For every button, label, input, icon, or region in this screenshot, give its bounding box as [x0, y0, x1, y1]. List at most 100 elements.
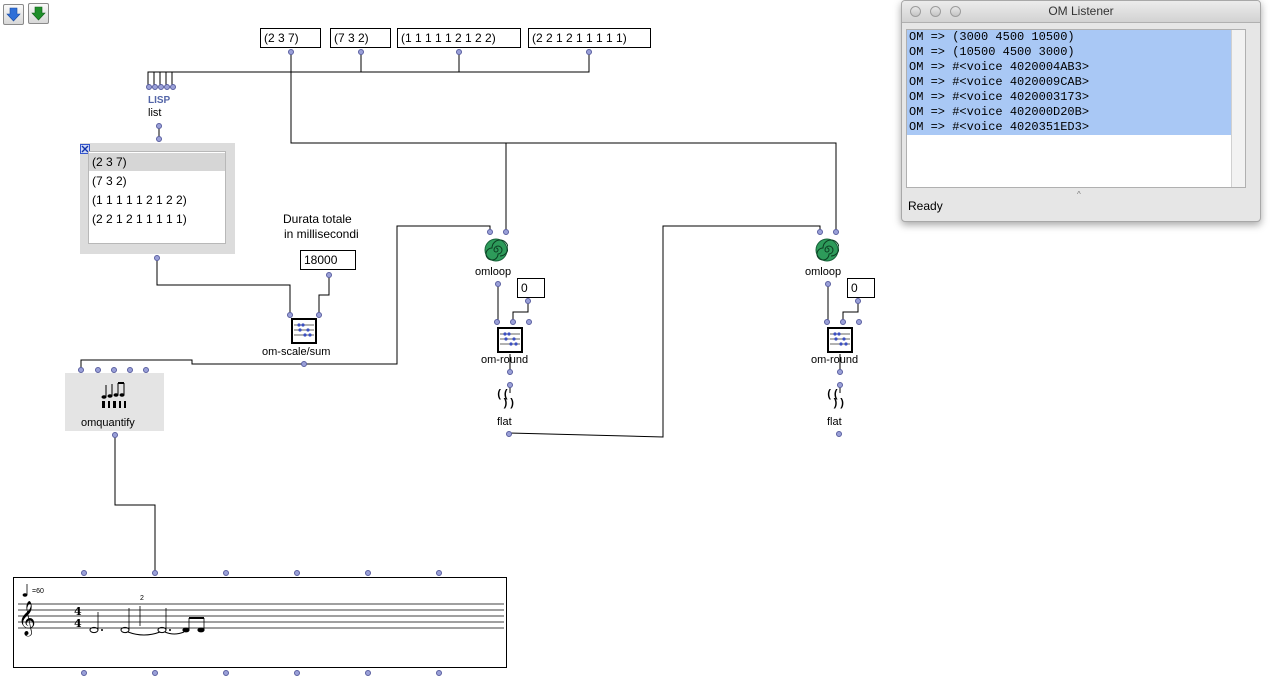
outlet[interactable]: [301, 361, 307, 367]
omloop-spiral-icon[interactable]: [815, 238, 840, 265]
inlet[interactable]: [164, 84, 170, 90]
inlet[interactable]: [95, 367, 101, 373]
list-item[interactable]: (1 1 1 1 1 2 1 2 2): [92, 193, 187, 207]
inlet[interactable]: [817, 229, 823, 235]
outlet[interactable]: [156, 123, 162, 129]
inlet[interactable]: [143, 367, 149, 373]
abacus-icon[interactable]: [497, 327, 523, 356]
listener-line: OM => #<voice 4020004AB3>: [907, 60, 1238, 75]
outlet[interactable]: [506, 431, 512, 437]
inlet[interactable]: [127, 367, 133, 373]
omloop-spiral-icon[interactable]: [484, 238, 509, 265]
outlet[interactable]: [855, 298, 861, 304]
svg-text:𝄞: 𝄞: [18, 601, 36, 637]
outlet[interactable]: [507, 369, 513, 375]
arrow-down-green-button[interactable]: [28, 3, 49, 24]
listener-output[interactable]: OM => (3000 4500 10500) OM => (10500 450…: [906, 29, 1246, 188]
flat-bracket-icon[interactable]: (()): [496, 389, 516, 410]
list-box-4[interactable]: (2 2 1 2 1 1 1 1 1): [528, 28, 651, 48]
list-item[interactable]: (2 2 1 2 1 1 1 1 1): [92, 212, 187, 226]
flat-bracket-icon[interactable]: (()): [826, 389, 846, 410]
outlet[interactable]: [836, 431, 842, 437]
inlet[interactable]: [152, 84, 158, 90]
inlet[interactable]: [436, 570, 442, 576]
outlet[interactable]: [495, 281, 501, 287]
abacus-icon[interactable]: [827, 327, 853, 356]
arrow-down-green-icon: [31, 6, 46, 21]
flat-label: flat: [497, 416, 512, 428]
inlet[interactable]: [365, 570, 371, 576]
inlet[interactable]: [170, 84, 176, 90]
quantify-notes-icon: [100, 381, 130, 412]
listener-scrollbar[interactable]: [1231, 30, 1245, 187]
resize-grip-icon[interactable]: ^: [1077, 190, 1081, 199]
inlet[interactable]: [152, 570, 158, 576]
inlet[interactable]: [510, 319, 516, 325]
abacus-icon[interactable]: [291, 318, 317, 347]
arrow-down-blue-icon: [6, 7, 21, 22]
staff-notation: 𝄞 4 4: [18, 584, 504, 637]
outlet[interactable]: [326, 272, 332, 278]
outlet[interactable]: [525, 298, 531, 304]
svg-text:4: 4: [74, 605, 82, 618]
inlet[interactable]: [824, 319, 830, 325]
inlet[interactable]: [156, 136, 162, 142]
flat-label: flat: [827, 416, 842, 428]
listener-line: OM => (10500 4500 3000): [907, 45, 1238, 60]
inlet[interactable]: [223, 570, 229, 576]
list-box-2[interactable]: (7 3 2): [330, 28, 391, 48]
inlet[interactable]: [316, 312, 322, 318]
list-box-3[interactable]: (1 1 1 1 1 2 1 2 2): [397, 28, 521, 48]
inlet[interactable]: [111, 367, 117, 373]
inlet[interactable]: [158, 84, 164, 90]
outlet[interactable]: [112, 432, 118, 438]
close-window-button[interactable]: [910, 6, 921, 17]
outlet[interactable]: [837, 369, 843, 375]
duration-box[interactable]: 18000: [300, 250, 356, 270]
minimize-window-button[interactable]: [930, 6, 941, 17]
inlet[interactable]: [487, 229, 493, 235]
zoom-window-button[interactable]: [950, 6, 961, 17]
outlet[interactable]: [154, 255, 160, 261]
outlet[interactable]: [825, 281, 831, 287]
outlet[interactable]: [223, 670, 229, 676]
inlet[interactable]: [78, 367, 84, 373]
outlet[interactable]: [358, 49, 364, 55]
inlet[interactable]: [526, 319, 532, 325]
outlet[interactable]: [456, 49, 462, 55]
voice-score-editor[interactable]: 𝄞 4 4 =60 2: [13, 577, 507, 668]
inlet[interactable]: [856, 319, 862, 325]
round-arg-box[interactable]: 0: [847, 278, 875, 298]
outlet[interactable]: [294, 670, 300, 676]
om-listener-window[interactable]: OM Listener OM => (3000 4500 10500) OM =…: [901, 0, 1261, 222]
inlet[interactable]: [837, 382, 843, 388]
listener-titlebar[interactable]: OM Listener: [902, 1, 1260, 23]
inlet[interactable]: [287, 312, 293, 318]
arrow-down-blue-button[interactable]: [3, 4, 24, 25]
inlet[interactable]: [507, 382, 513, 388]
outlet[interactable]: [436, 670, 442, 676]
inlet[interactable]: [833, 229, 839, 235]
list-item[interactable]: (2 3 7): [89, 153, 225, 171]
listener-title: OM Listener: [1048, 4, 1114, 18]
outlet[interactable]: [288, 49, 294, 55]
round-arg-box[interactable]: 0: [517, 278, 545, 298]
inlet[interactable]: [81, 570, 87, 576]
list-item[interactable]: (7 3 2): [92, 174, 127, 188]
inlet[interactable]: [503, 229, 509, 235]
outlet[interactable]: [81, 670, 87, 676]
close-icon[interactable]: [80, 143, 90, 154]
outlet[interactable]: [365, 670, 371, 676]
outlet[interactable]: [586, 49, 592, 55]
list-box-1[interactable]: (2 3 7): [260, 28, 321, 48]
inlet[interactable]: [840, 319, 846, 325]
inlet[interactable]: [146, 84, 152, 90]
inlet[interactable]: [494, 319, 500, 325]
list-function-label: list: [148, 107, 162, 119]
list-panel-items[interactable]: (2 3 7) (7 3 2) (1 1 1 1 1 2 1 2 2) (2 2…: [88, 151, 226, 244]
outlet[interactable]: [152, 670, 158, 676]
inlet[interactable]: [294, 570, 300, 576]
omquantify-label: omquantify: [81, 417, 135, 429]
listener-line: OM => #<voice 4020009CAB>: [907, 75, 1238, 90]
